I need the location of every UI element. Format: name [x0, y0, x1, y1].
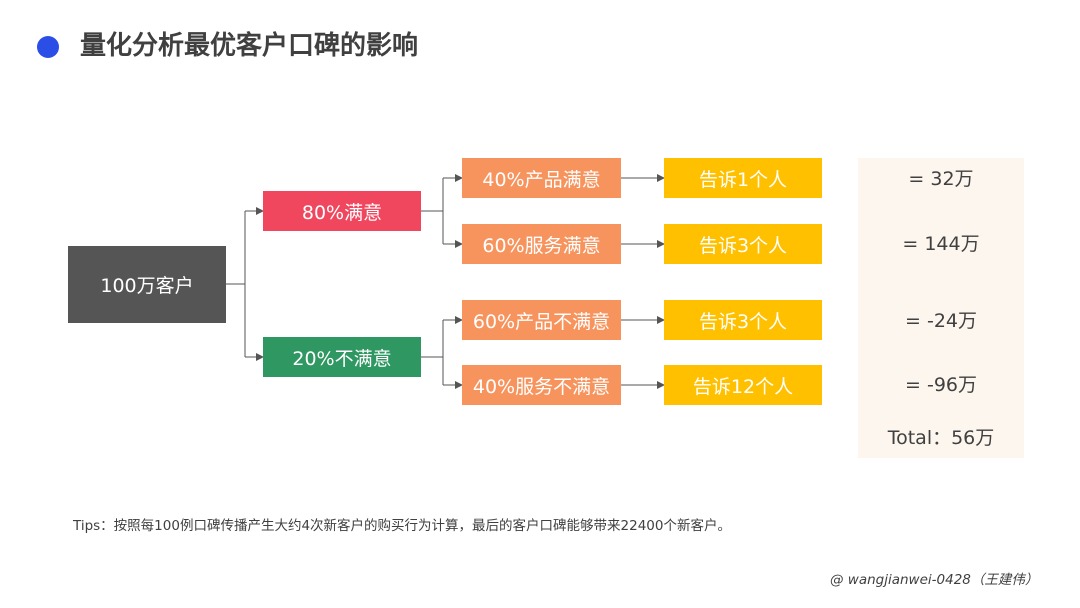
connector-unsat: [421, 320, 444, 385]
results-panel: [858, 158, 1024, 458]
result-value-3: = -24万: [905, 310, 977, 332]
service-satisfied-node: 60%服务满意: [462, 224, 621, 264]
result-value-1: = 32万: [908, 168, 974, 190]
total-value: Total：56万: [887, 427, 995, 449]
page-title: 量化分析最优客户口碑的影响: [80, 31, 419, 61]
tips-note: Tips：按照每100例口碑传播产生大约4次新客户的购买行为计算，最后的客户口碑…: [73, 518, 731, 534]
result-value-2: = 144万: [902, 233, 980, 255]
service-unsatisfied-node: 40%服务不满意: [462, 365, 621, 405]
tell-count-node-2: 告诉3个人: [664, 224, 822, 264]
tell-count-node-1: 告诉1个人: [664, 158, 822, 198]
product-unsatisfied-node: 60%产品不满意: [462, 300, 621, 340]
tell-count-node-4: 告诉12个人: [664, 365, 822, 405]
title-bullet-icon: [37, 36, 59, 58]
satisfied-node: 80%满意: [263, 191, 421, 231]
connector-sat: [421, 178, 444, 244]
unsatisfied-node: 20%不满意: [263, 337, 421, 377]
result-value-4: = -96万: [905, 374, 977, 396]
root-node: 100万客户: [68, 246, 226, 323]
author-credit: @ wangjianwei-0428（王建伟）: [830, 572, 1039, 588]
connector-root: [226, 211, 246, 357]
product-satisfied-node: 40%产品满意: [462, 158, 621, 198]
tell-count-node-3: 告诉3个人: [664, 300, 822, 340]
